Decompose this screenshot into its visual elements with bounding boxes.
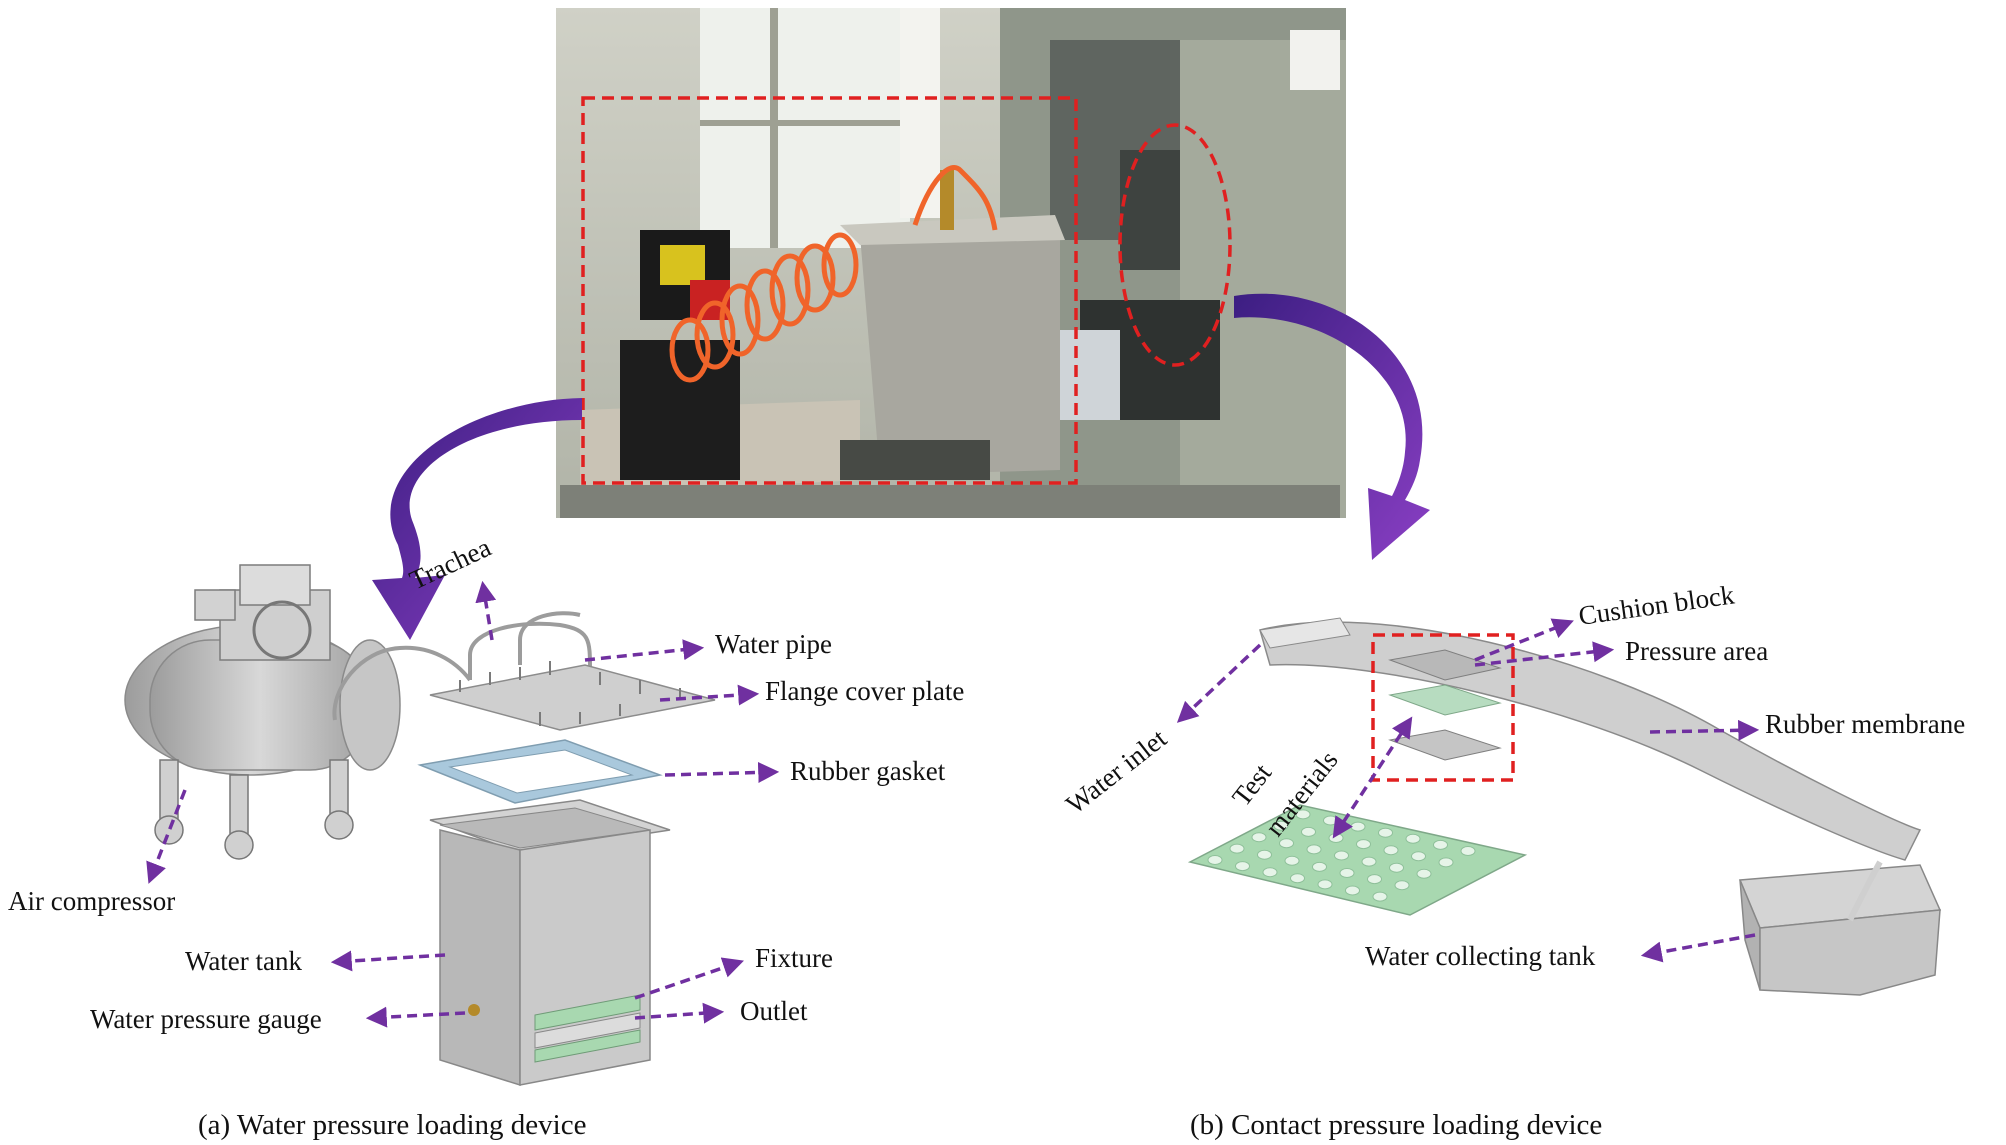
label-outlet: Outlet xyxy=(740,996,808,1026)
material-bump xyxy=(1295,809,1311,820)
label-fixture: Fixture xyxy=(755,943,833,973)
rubber-gasket-model xyxy=(417,739,663,804)
material-bump xyxy=(1405,833,1421,844)
label-water-inlet: Water inlet xyxy=(1060,723,1172,820)
flange-cover-plate-model xyxy=(429,661,716,731)
arrow-water-pipe xyxy=(584,639,705,662)
window xyxy=(700,8,910,248)
material-bump xyxy=(1273,820,1289,831)
material-bump xyxy=(1416,868,1432,879)
material-bump xyxy=(1334,850,1349,861)
rubber-membrane-model xyxy=(1259,617,1922,861)
arrow-air-compressor xyxy=(146,789,187,884)
arrow-pressure-area xyxy=(1474,641,1615,667)
label-water-tank: Water tank xyxy=(185,946,303,976)
material-bump xyxy=(1317,879,1333,890)
material-bump xyxy=(1460,846,1476,856)
label-rubber-gasket: Rubber gasket xyxy=(790,756,946,786)
arrow-trachea xyxy=(475,580,497,641)
material-bump xyxy=(1301,826,1316,837)
material-bump xyxy=(1411,851,1426,862)
cushion-block-model xyxy=(1388,649,1502,681)
highlight-rect-photo xyxy=(581,96,1078,485)
material-bump xyxy=(1251,832,1267,843)
trachea-pipes xyxy=(332,611,592,721)
material-bump xyxy=(1372,891,1388,902)
material-bump xyxy=(1350,821,1366,832)
arrow-rubber-gasket xyxy=(664,761,780,783)
material-bump xyxy=(1290,873,1305,884)
material-bump xyxy=(1306,844,1322,855)
label-rubber-membrane: Rubber membrane xyxy=(1765,709,1965,739)
label-air-compressor: Air compressor xyxy=(8,886,175,916)
material-bump xyxy=(1356,839,1371,850)
material-bump xyxy=(1257,849,1272,860)
material-bump xyxy=(1323,815,1338,826)
lower-pad-model xyxy=(1388,729,1502,761)
material-bump xyxy=(1235,861,1250,872)
air-compressor-model xyxy=(124,564,401,860)
material-bump xyxy=(1312,861,1327,872)
curved-arrow-right xyxy=(1234,293,1430,560)
material-bump xyxy=(1378,827,1393,838)
material-bump xyxy=(1361,856,1377,867)
arrow-rubber-membrane xyxy=(1649,719,1760,741)
arrow-outlet xyxy=(634,1002,725,1024)
label-cushion-block: Cushion block xyxy=(1577,579,1737,631)
arrow-water-inlet xyxy=(1176,643,1262,723)
arrow-test-materials xyxy=(1332,716,1413,839)
caption-b: (b) Contact pressure loading device xyxy=(1190,1109,1602,1141)
material-bump xyxy=(1367,874,1382,885)
material-bump xyxy=(1394,880,1410,891)
curved-arrow-left xyxy=(372,398,582,640)
arrow-water-tank xyxy=(330,950,446,972)
arrow-cushion-block xyxy=(1474,618,1574,662)
arrow-water-collecting-tank xyxy=(1640,933,1756,963)
label-test-materials-line1: Test xyxy=(1226,758,1277,812)
callout-arrows xyxy=(146,580,1760,1028)
water-tank-model xyxy=(429,799,671,1087)
material-bump xyxy=(1229,843,1245,854)
material-bump xyxy=(1262,867,1278,878)
material-bump xyxy=(1433,839,1448,850)
water-collecting-tank-model xyxy=(1738,860,1942,996)
caption-a: (a) Water pressure loading device xyxy=(198,1109,586,1141)
material-bump xyxy=(1389,862,1404,873)
material-bump xyxy=(1207,855,1223,865)
label-flange-cover-plate: Flange cover plate xyxy=(765,676,964,706)
material-bump xyxy=(1339,868,1355,878)
water-tank-photo xyxy=(860,230,1060,475)
material-bump xyxy=(1279,838,1294,849)
arrow-fixture xyxy=(634,957,744,1000)
highlight-ellipse-photo xyxy=(1118,123,1232,367)
highlight-rect-model xyxy=(1371,633,1515,782)
material-bump xyxy=(1438,857,1454,868)
test-materials-model xyxy=(1187,804,1528,916)
label-water-collecting-tank: Water collecting tank xyxy=(1365,941,1596,971)
pressure-area-model xyxy=(1388,684,1502,716)
coiled-hose xyxy=(669,165,998,383)
material-bump xyxy=(1284,855,1300,866)
label-pressure-area: Pressure area xyxy=(1625,636,1768,666)
material-bump xyxy=(1383,845,1399,856)
material-bump xyxy=(1345,885,1360,896)
apparatus-photo xyxy=(556,8,1346,518)
label-water-pipe: Water pipe xyxy=(715,629,832,659)
label-water-pressure-gauge: Water pressure gauge xyxy=(90,1004,322,1034)
